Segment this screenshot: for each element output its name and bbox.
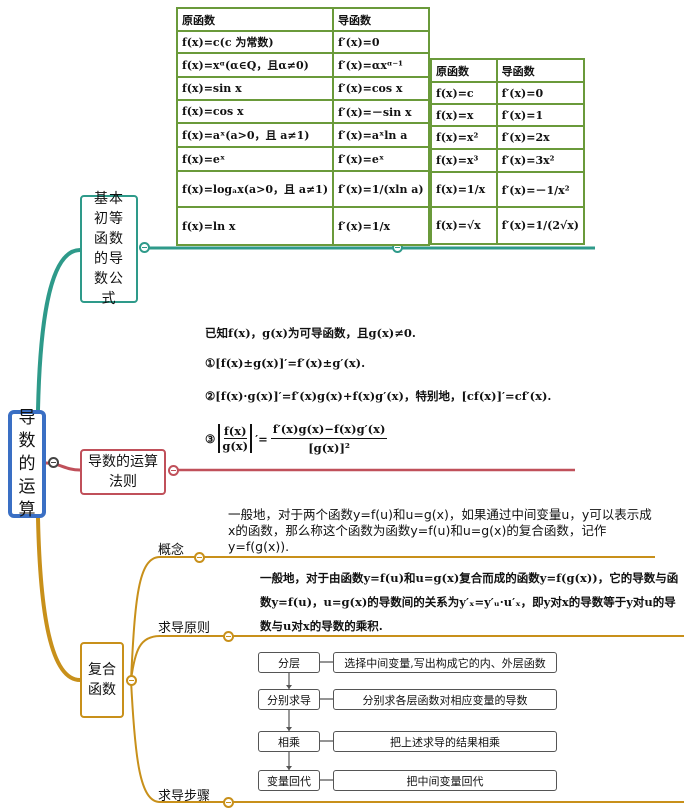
table-cell: f′(x)=2x bbox=[495, 125, 586, 150]
connector-root-basic bbox=[36, 248, 81, 411]
table-cell: f′(x)=αxᵅ⁻¹ bbox=[332, 52, 430, 78]
table-cell: f(x)=aˣ(a>0，且 a≠1) bbox=[175, 122, 335, 148]
table-cell: f′(x)=aˣln a bbox=[332, 122, 430, 148]
connector-root-composite bbox=[36, 517, 81, 682]
flow-step: 分别求导 bbox=[258, 689, 320, 710]
table-cell: f′(x)=－sin x bbox=[332, 99, 430, 124]
node-basic-formulas[interactable]: 基本初等函数的导数公式 bbox=[80, 191, 138, 307]
table-cell: f′(x)=1/(2√x) bbox=[495, 206, 586, 245]
collapse-icon[interactable] bbox=[223, 797, 234, 808]
flow-step: 变量回代 bbox=[258, 770, 320, 791]
collapse-icon[interactable] bbox=[194, 552, 205, 563]
table-header: 导函数 bbox=[332, 7, 430, 32]
collapse-icon[interactable] bbox=[126, 675, 137, 686]
table-cell: f(x)=1/x bbox=[430, 171, 498, 208]
table-cell: f(x)=c(c 为常数) bbox=[175, 30, 335, 54]
rule-product: ②[f(x)·g(x)]′=f′(x)g(x)+f(x)g′(x)，特别地，[c… bbox=[205, 389, 552, 403]
table-cell: f′(x)=1/(xln a) bbox=[332, 170, 430, 208]
derivative-table-general: 原函数导函数 f(x)=c(c 为常数)f′(x)=0 f(x)=xᵅ(α∈Q，… bbox=[175, 7, 430, 246]
table-cell: f′(x)=0 bbox=[332, 30, 430, 54]
flow-arrowheads bbox=[286, 685, 292, 770]
node-operation-rules[interactable]: 导数的运算法则 bbox=[80, 449, 166, 495]
table-cell: f′(x)=－1/x² bbox=[495, 171, 586, 208]
table-cell: f′(x)=1 bbox=[495, 103, 586, 127]
table-cell: f(x)=√x bbox=[430, 206, 498, 245]
table-cell: f(x)=eˣ bbox=[175, 146, 335, 172]
table-cell: f′(x)=0 bbox=[495, 81, 586, 105]
table-cell: f(x)=ln x bbox=[175, 206, 335, 246]
rules-intro: 已知f(x)，g(x)为可导函数，且g(x)≠0. bbox=[205, 326, 416, 340]
table-cell: f(x)=x³ bbox=[430, 148, 498, 173]
branch-label-principle[interactable]: 求导原则 bbox=[158, 621, 211, 636]
node-composite-function[interactable]: 复合函数 bbox=[80, 642, 124, 718]
table-cell: f(x)=cos x bbox=[175, 99, 335, 124]
table-cell: f′(x)=eˣ bbox=[332, 146, 430, 172]
collapse-icon[interactable] bbox=[223, 631, 234, 642]
root-node[interactable]: 导数的运算 bbox=[8, 408, 46, 520]
rule-sum: ①[f(x)±g(x)]′=f′(x)±g′(x). bbox=[205, 356, 366, 370]
table-cell: f(x)=x² bbox=[430, 125, 498, 150]
concept-text: 一般地，对于两个函数y=f(u)和u=g(x)，如果通过中间变量u，y可以表示成… bbox=[228, 507, 652, 554]
table-cell: f(x)=sin x bbox=[175, 76, 335, 101]
collapse-icon[interactable] bbox=[168, 465, 179, 476]
collapse-icon[interactable] bbox=[139, 242, 150, 253]
flow-step-desc: 选择中间变量,写出构成它的内、外层函数 bbox=[333, 652, 557, 673]
flow-step-desc: 把中间变量回代 bbox=[333, 770, 557, 791]
flow-step: 分层 bbox=[258, 652, 320, 673]
table-cell: f′(x)=cos x bbox=[332, 76, 430, 101]
table-cell: f(x)=x bbox=[430, 103, 498, 127]
flow-step-desc: 把上述求导的结果相乘 bbox=[333, 731, 557, 752]
table-cell: f′(x)=3x² bbox=[495, 148, 586, 173]
connector-composite-principle bbox=[130, 635, 684, 681]
branch-label-concept[interactable]: 概念 bbox=[158, 543, 185, 558]
table-cell: f(x)=c bbox=[430, 81, 498, 105]
branch-label-steps[interactable]: 求导步骤 bbox=[158, 789, 211, 804]
table-cell: f(x)=xᵅ(α∈Q，且α≠0) bbox=[175, 52, 335, 78]
connector-composite-steps bbox=[130, 679, 684, 803]
flow-step-desc: 分别求各层函数对相应变量的导数 bbox=[333, 689, 557, 710]
collapse-icon[interactable] bbox=[48, 457, 59, 468]
table-header: 导函数 bbox=[495, 58, 586, 83]
table-header: 原函数 bbox=[430, 58, 498, 83]
flow-step: 相乘 bbox=[258, 731, 320, 752]
connector-composite-concept bbox=[130, 556, 655, 681]
flow-connectors bbox=[288, 661, 333, 781]
table-cell: f′(x)=1/x bbox=[332, 206, 430, 246]
table-cell: f(x)=logₐx(a>0，且 a≠1) bbox=[175, 170, 335, 208]
rule-quotient: ③ f(x) g(x) ′= f′(x)g(x)−f(x)g′(x) [g(x)… bbox=[205, 422, 388, 455]
principle-text: 一般地，对于由函数y=f(u)和u=g(x)复合而成的函数y=f(g(x))，它… bbox=[260, 571, 679, 633]
table-header: 原函数 bbox=[175, 7, 335, 32]
